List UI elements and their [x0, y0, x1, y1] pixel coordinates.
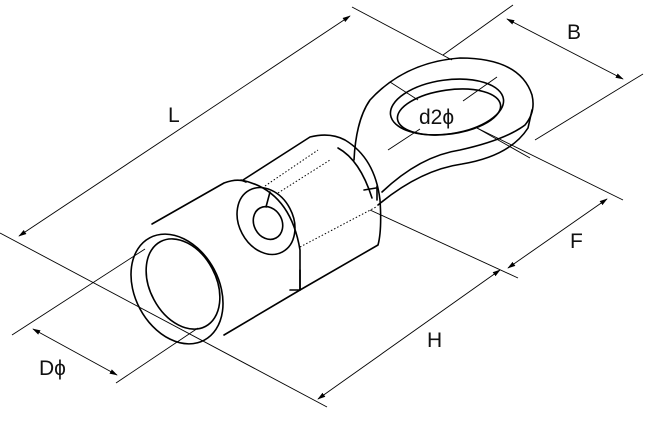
dimension-F	[369, 127, 624, 279]
label-D-diameter: Dϕ	[39, 357, 66, 380]
insulation-barrel	[130, 179, 301, 345]
label-d2-diameter: d2ϕ	[419, 106, 455, 129]
dimension-B	[442, 4, 644, 141]
dimension-L	[18, 6, 453, 237]
crimp-sleeve	[242, 134, 382, 291]
label-B: B	[567, 21, 582, 44]
label-F: F	[570, 230, 583, 253]
label-L: L	[168, 104, 180, 127]
label-H: H	[427, 329, 443, 352]
dimension-D	[11, 248, 199, 384]
dimension-H	[0, 232, 501, 408]
ring-tongue	[353, 57, 534, 206]
inspection-window	[236, 186, 296, 256]
